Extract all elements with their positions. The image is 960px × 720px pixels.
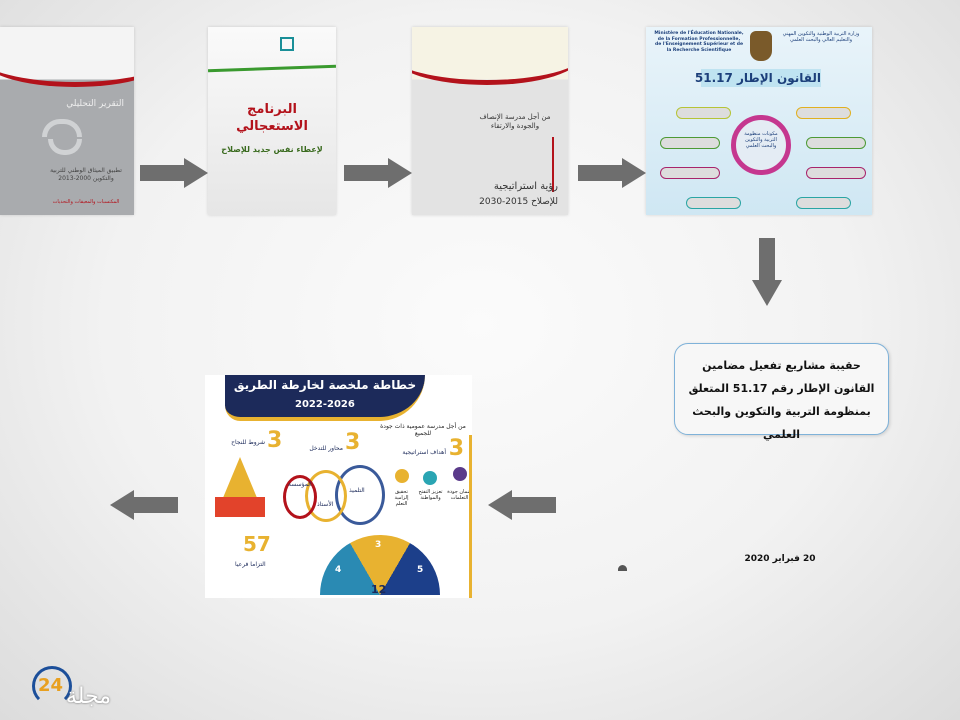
commitments-count: 57 — [243, 532, 271, 556]
dot-marker — [618, 565, 627, 571]
conditions-count: 3 — [267, 428, 283, 453]
ministry-logo — [280, 37, 294, 51]
axes-count: 3 — [345, 430, 361, 455]
node — [676, 107, 731, 119]
cover-qanun-itar[interactable]: Ministère de l'Éducation Nationale, de l… — [646, 27, 872, 215]
cover-title: رؤية استراتيجية — [493, 181, 558, 192]
axes-label: محاور للتدخل — [309, 445, 343, 452]
cover-subtitle: للإصلاح 2015-2030 — [479, 197, 558, 207]
node — [806, 167, 866, 179]
arrow-left — [110, 490, 178, 520]
roadmap-goal: من أجل مدرسة عمومية ذات جودة للجميع — [380, 423, 466, 437]
objective-1 — [453, 467, 467, 481]
node — [660, 137, 720, 149]
objective-2 — [423, 471, 437, 485]
cover-title: التقرير التحليلي — [66, 99, 124, 109]
cover-title: القانون الإطار 51.17 — [694, 69, 821, 87]
cover-barnamaj-istijali[interactable]: البرنامج الاستعجالي لإعطاء نفس جديد للإص… — [208, 27, 336, 215]
axis-label: الأستاذ — [317, 501, 334, 508]
pie-value: 3 — [375, 540, 382, 550]
project-box-text: حقيبة مشاريع تفعيل مضامين القانون الإطار… — [688, 359, 875, 441]
green-line — [208, 64, 336, 73]
cover-title: البرنامج الاستعجالي — [236, 102, 308, 134]
red-bar — [552, 137, 554, 192]
pie-value: 12 — [371, 583, 387, 596]
objective-3 — [395, 469, 409, 483]
axis-label: المؤسسة — [288, 481, 312, 488]
objective-label: تعزيز التفتح والمواطنة — [418, 489, 443, 501]
letter-logo-icon — [42, 119, 82, 159]
objectives-count: 3 — [448, 436, 464, 461]
logo-majalla24: 24 مجلة — [4, 664, 114, 714]
pie-value: 4 — [335, 565, 342, 575]
cover-subtitle: لإعطاء نفس جديد للإصلاح — [221, 145, 323, 154]
roadmap-title: خطاطة ملخصة لخارطة الطريق — [233, 378, 417, 392]
commitments-label: التزاما فرعيا — [235, 561, 266, 568]
cover-tagrir-tahlili[interactable]: التقرير التحليلي تطبيق الميثاق الوطني لل… — [0, 27, 134, 215]
cover-caption: المكتسبات والمعيقات والتحديات — [52, 199, 120, 205]
axis-circle — [283, 475, 317, 519]
right-stripe — [469, 435, 472, 598]
node — [686, 197, 741, 209]
node — [796, 197, 851, 209]
logo-circle — [32, 666, 72, 706]
conditions-label: شروط للنجاح — [231, 439, 265, 446]
header-fr: Ministère de l'Éducation Nationale, de l… — [654, 31, 744, 53]
pyramid-base — [215, 497, 265, 517]
coat-of-arms-icon — [750, 31, 772, 61]
cover-tagline: من أجل مدرسة الإنصاف والجودة والارتقاء — [479, 113, 551, 130]
arrow-left — [488, 490, 556, 520]
objectives-label: أهداف استراتيجية — [402, 449, 446, 456]
cover-subtitle: تطبيق الميثاق الوطني للتربية والتكوين 20… — [50, 167, 122, 182]
arrow-right — [344, 158, 412, 188]
objective-label: تحقيق إلزامية التعلم — [394, 489, 409, 507]
node — [660, 167, 720, 179]
objective-label: ضمان جودة التعلمات — [447, 489, 472, 501]
node — [796, 107, 851, 119]
project-box: حقيبة مشاريع تفعيل مضامين القانون الإطار… — [674, 343, 889, 441]
center-circle — [731, 115, 791, 175]
center-label: مكونات منظومة التربية والتكوين والبحث ال… — [744, 131, 778, 149]
cover-ruya-istratijiya[interactable]: من أجل مدرسة الإنصاف والجودة والارتقاء ر… — [412, 27, 568, 215]
header-ar: وزارة التربية الوطنية والتكوين المهني وا… — [782, 31, 860, 43]
arrow-right — [578, 158, 646, 188]
arrow-right — [140, 158, 208, 188]
logo-number: 24 — [38, 675, 64, 696]
axis-label: التلميذ — [349, 487, 365, 494]
roadmap-infographic[interactable]: خطاطة ملخصة لخارطة الطريق 2022-2026 من أ… — [205, 375, 472, 598]
date-label: 20 فبراير 2020 — [744, 554, 816, 564]
logo-text: مجلة — [66, 684, 112, 709]
node — [806, 137, 866, 149]
arrow-down — [752, 238, 782, 306]
roadmap-years: 2022-2026 — [295, 399, 355, 410]
roadmap-banner — [225, 375, 425, 421]
pie-value: 5 — [417, 565, 424, 575]
